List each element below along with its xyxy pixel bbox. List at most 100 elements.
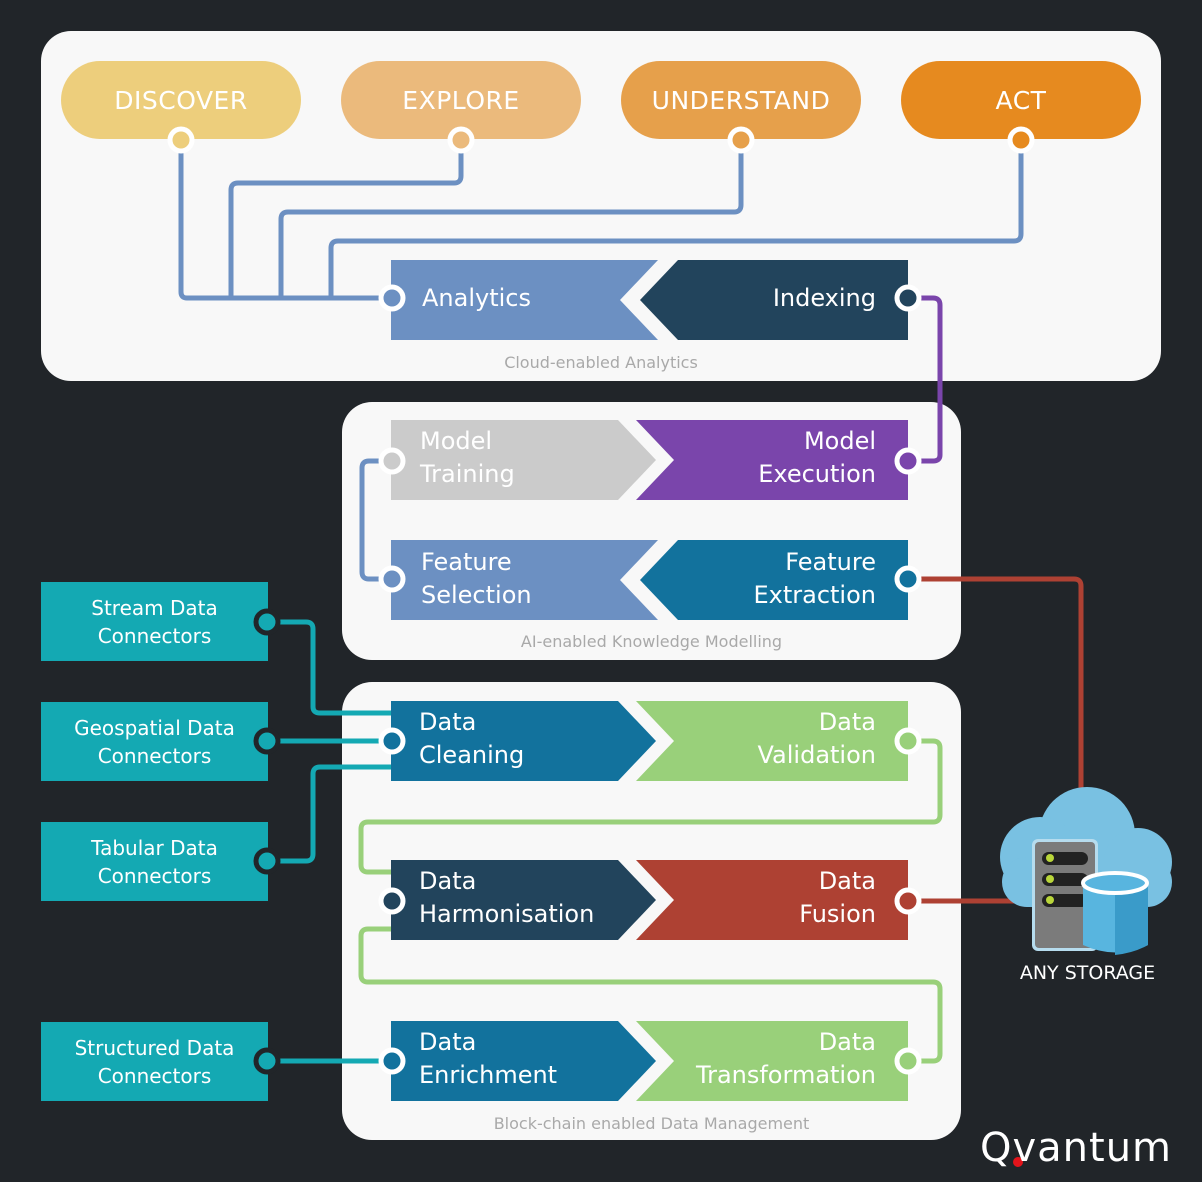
- stage-label: Extraction: [753, 581, 876, 609]
- connector-label: Stream Data: [91, 595, 218, 620]
- goal-discover[interactable]: DISCOVER: [61, 61, 301, 139]
- stage-label: Selection: [421, 581, 532, 609]
- stream-data-connectors[interactable]: Stream Data Connectors: [41, 582, 268, 661]
- wire-harmonisation-transformation: [358, 926, 943, 1064]
- stage-label: Data: [419, 708, 477, 736]
- connector-label: Geospatial Data: [74, 715, 235, 740]
- stage-feature-extraction[interactable]: Feature Extraction: [753, 546, 876, 612]
- stage-label: Execution: [758, 460, 876, 488]
- stage-shape-data-validation: [636, 701, 908, 781]
- stage-label: Transformation: [695, 1061, 876, 1089]
- goal-node: [167, 126, 195, 154]
- wire-discover-analytics: [178, 137, 395, 301]
- tabular-data-connectors[interactable]: Tabular Data Connectors: [41, 822, 268, 901]
- stage-analytics[interactable]: Analytics: [422, 282, 531, 315]
- feature-selection-node: [378, 565, 406, 593]
- goal-explore[interactable]: EXPLORE: [341, 61, 581, 139]
- connector-label: Structured Data: [74, 1035, 235, 1060]
- wire-explore-analytics: [228, 137, 464, 301]
- stage-label: Model: [420, 427, 493, 455]
- connector-label: Connectors: [97, 743, 212, 768]
- panel-caption: Cloud-enabled Analytics: [504, 353, 698, 372]
- panel-caption: Block-chain enabled Data Management: [493, 1114, 810, 1133]
- wire-stream-cleaning: [264, 619, 395, 716]
- data-validation-node: [894, 727, 922, 755]
- stage-shape-data-transformation: [636, 1021, 908, 1101]
- logo-text: vantum: [1012, 1125, 1173, 1171]
- connector-label: Connectors: [97, 623, 212, 648]
- wire-indexing-execution: [905, 295, 943, 464]
- stage-label: Data: [818, 1028, 876, 1056]
- stage-label: Fusion: [799, 900, 876, 928]
- storage-icon: [1000, 787, 1172, 955]
- stage-label: Analytics: [422, 284, 531, 312]
- stage-label: Harmonisation: [419, 900, 595, 928]
- goal-node: [447, 126, 475, 154]
- stage-shape-model-execution: [636, 420, 908, 500]
- goal-node: [1007, 126, 1035, 154]
- stage-shape-indexing: [640, 260, 908, 340]
- stage-shape-feature-extraction: [640, 540, 908, 620]
- stage-data-fusion[interactable]: Data Fusion: [799, 865, 876, 931]
- connector-label: Tabular Data: [91, 835, 218, 860]
- stage-data-cleaning[interactable]: Data Cleaning: [419, 706, 524, 772]
- stage-shape-data-cleaning: [391, 701, 656, 781]
- wire-understand-analytics: [278, 137, 744, 301]
- wire-act-analytics: [328, 137, 1024, 301]
- stage-model-training[interactable]: Model Training: [420, 425, 515, 491]
- stage-label: Data: [419, 1028, 477, 1056]
- stage-label: Data: [818, 708, 876, 736]
- wire-extraction-storage: [905, 576, 1084, 793]
- wire-tabular-cleaning: [264, 764, 395, 864]
- stage-feature-selection[interactable]: Feature Selection: [421, 546, 532, 612]
- data-cleaning-node: [378, 727, 406, 755]
- geospatial-data-connectors[interactable]: Geospatial Data Connectors: [41, 702, 268, 781]
- wire-validation-harmonisation: [358, 738, 943, 875]
- structured-data-connectors[interactable]: Structured Data Connectors: [41, 1022, 268, 1101]
- goal-node: [727, 126, 755, 154]
- stage-label: Data: [419, 867, 477, 895]
- feature-extraction-node: [894, 565, 922, 593]
- model-execution-node: [894, 447, 922, 475]
- model-training-node: [378, 447, 406, 475]
- stream-connector-node: [253, 608, 281, 636]
- connector-label: Connectors: [97, 1063, 212, 1088]
- connector-label: Connectors: [97, 863, 212, 888]
- stage-label: Feature: [785, 548, 876, 576]
- stage-label: Indexing: [772, 284, 876, 312]
- stages: [391, 260, 908, 1101]
- goal-act[interactable]: ACT: [901, 61, 1141, 139]
- geospatial-connector-node: [253, 727, 281, 755]
- stage-shape-feature-selection: [391, 540, 658, 620]
- database-icon: [1081, 871, 1149, 955]
- data-transformation-node: [894, 1047, 922, 1075]
- data-enrichment-node: [378, 1047, 406, 1075]
- stage-label: Feature: [421, 548, 512, 576]
- stage-data-harmonisation[interactable]: Data Harmonisation: [419, 865, 594, 931]
- storage-label: ANY STORAGE: [1019, 962, 1156, 984]
- tabular-connector-node: [253, 847, 281, 875]
- stage-data-validation[interactable]: Data Validation: [757, 706, 876, 772]
- stage-label: Validation: [757, 741, 876, 769]
- stage-indexing[interactable]: Indexing: [773, 282, 876, 315]
- server-icon: [1032, 839, 1098, 951]
- stage-label: Cleaning: [419, 741, 525, 769]
- goal-understand[interactable]: UNDERSTAND: [621, 61, 861, 139]
- stage-data-enrichment[interactable]: Data Enrichment: [419, 1026, 557, 1092]
- stage-label: Data: [818, 867, 876, 895]
- logo-prefix: Q: [980, 1125, 1013, 1171]
- stage-shape-data-fusion: [636, 860, 908, 940]
- stage-shape-model-training: [391, 420, 656, 500]
- data-harmonisation-node: [378, 887, 406, 915]
- stage-data-transformation[interactable]: Data Transformation: [696, 1026, 876, 1092]
- stage-shape-analytics: [391, 260, 658, 340]
- stage-model-execution[interactable]: Model Execution: [758, 425, 876, 491]
- logo-accent-dot: [1013, 1157, 1023, 1167]
- structured-connector-node: [253, 1047, 281, 1075]
- data-fusion-node: [894, 887, 922, 915]
- stage-label: Enrichment: [419, 1061, 558, 1089]
- indexing-node: [894, 284, 922, 312]
- stage-shape-data-enrichment: [391, 1021, 656, 1101]
- wire-training-selection: [359, 458, 395, 582]
